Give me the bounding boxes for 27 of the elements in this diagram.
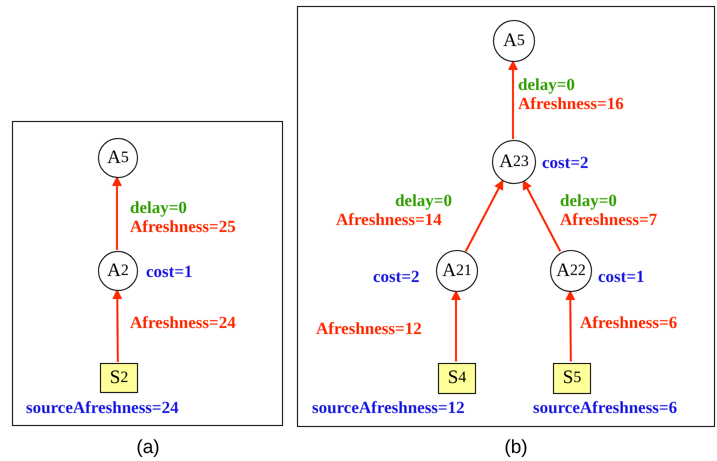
panel-caption: (b)	[504, 437, 528, 459]
node-annotation: sourceAfreshness=12	[312, 398, 465, 417]
node-annotation: cost=2	[373, 267, 420, 286]
edge-label: Afreshness=6	[580, 313, 678, 332]
node-annotation: cost=2	[542, 153, 589, 172]
arrow	[112, 289, 122, 362]
edge-label: delay=0	[518, 75, 575, 94]
edge-label: Afreshness=14	[336, 210, 442, 229]
node-annotation: cost=1	[146, 262, 193, 281]
node-annotation: cost=1	[598, 267, 645, 286]
panel-caption: (a)	[136, 437, 160, 459]
arrow	[522, 180, 562, 252]
edge-label: Afreshness=24	[130, 313, 236, 332]
edge-label: delay=0	[395, 191, 452, 210]
arrow	[508, 60, 518, 139]
arrow	[451, 290, 461, 362]
node-annotation: sourceAfreshness=24	[26, 398, 179, 417]
edge-label: Afreshness=12	[316, 319, 422, 338]
arrow	[464, 180, 504, 252]
arrow	[565, 290, 576, 362]
edge-label: Afreshness=25	[130, 217, 236, 236]
edge-label: Afreshness=16	[518, 94, 624, 113]
edge-label: delay=0	[560, 191, 617, 210]
arrow	[112, 176, 122, 250]
node-annotation: sourceAfreshness=6	[533, 398, 678, 417]
edge-label: Afreshness=7	[560, 210, 658, 229]
edge-label: delay=0	[130, 198, 187, 217]
